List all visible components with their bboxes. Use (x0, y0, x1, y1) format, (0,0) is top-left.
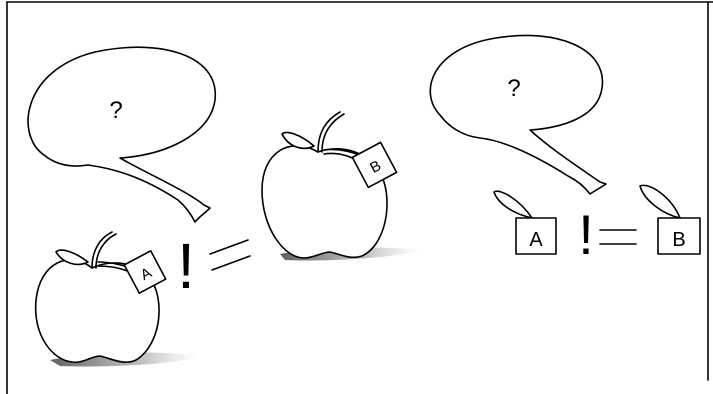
right-bubble-question: ? (507, 75, 520, 102)
right-not-equal-operator: ! (578, 203, 637, 266)
left-scene: ? A ! (27, 46, 420, 367)
apple-b (261, 111, 388, 259)
left-thought-bubble: ? (27, 46, 216, 223)
box-a-label: A (529, 229, 543, 251)
right-operator-bang: ! (578, 203, 594, 266)
box-a: A (493, 190, 557, 255)
apple-b-tag: B (351, 141, 398, 189)
left-operator-bang: ! (177, 230, 195, 302)
right-scene: ? A ! B (429, 34, 701, 266)
box-b-label: B (672, 229, 685, 251)
left-bubble-question: ? (109, 97, 122, 124)
box-b: B (639, 184, 701, 255)
frame-border (6, 1, 713, 394)
left-not-equal-operator: ! (177, 230, 251, 302)
right-thought-bubble: ? (429, 34, 607, 195)
apple-a (34, 231, 160, 364)
apple-a-tag: A (123, 250, 167, 294)
